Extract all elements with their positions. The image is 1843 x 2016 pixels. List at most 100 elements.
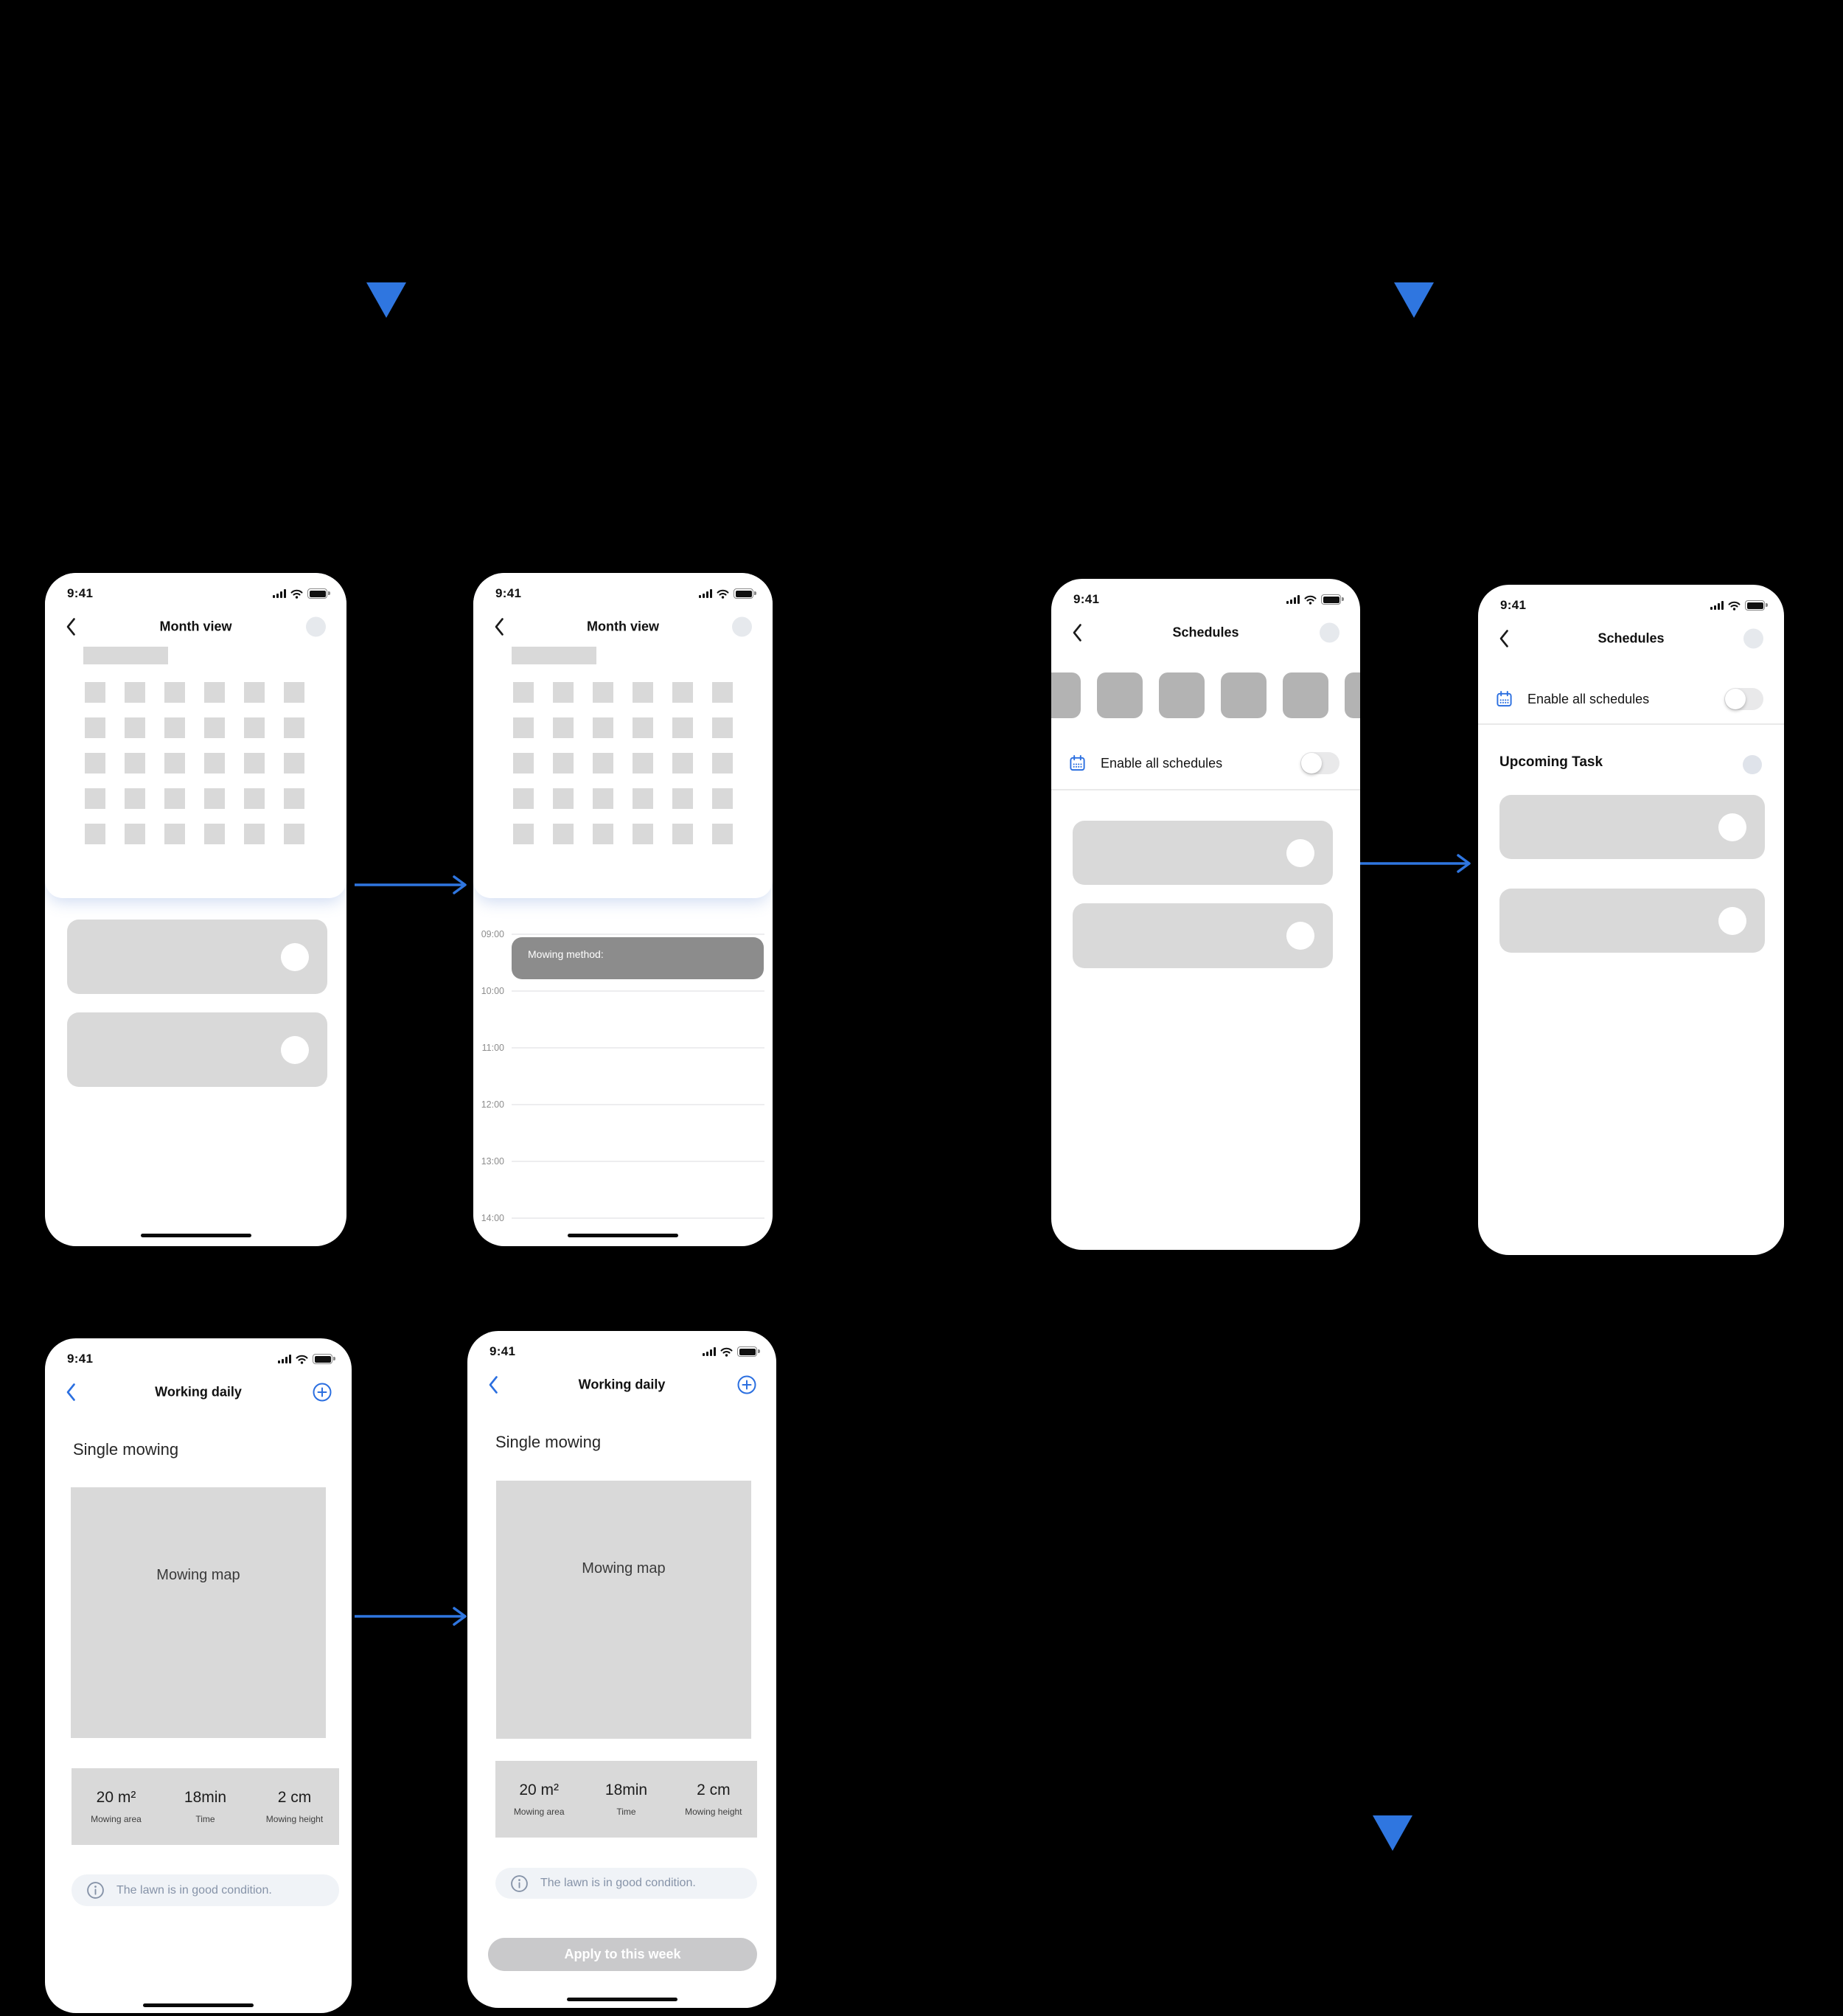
calendar-day-cell[interactable] (593, 824, 613, 844)
status-bar: 9:41 (67, 1350, 335, 1368)
calendar-day-cell[interactable] (513, 753, 534, 774)
calendar-day-cell[interactable] (125, 717, 145, 738)
header-action-placeholder[interactable] (1743, 628, 1763, 649)
calendar-day-cell[interactable] (553, 753, 574, 774)
back-button[interactable] (66, 1383, 77, 1402)
calendar-day-cell[interactable] (553, 824, 574, 844)
add-schedule-button[interactable] (312, 1382, 332, 1402)
calendar-day-cell[interactable] (672, 682, 693, 703)
calendar-day-cell[interactable] (712, 788, 733, 809)
calendar-day-cell[interactable] (672, 824, 693, 844)
calendar-day-cell[interactable] (513, 682, 534, 703)
day-chips-row (1051, 672, 1360, 718)
calendar-day-cell[interactable] (125, 788, 145, 809)
calendar-day-cell[interactable] (204, 753, 225, 774)
calendar-day-cell[interactable] (553, 682, 574, 703)
lawn-condition-text: The lawn is in good condition. (540, 1877, 696, 1889)
schedule-card-placeholder[interactable] (1073, 903, 1333, 968)
day-chip[interactable] (1283, 672, 1328, 718)
calendar-day-cell[interactable] (672, 788, 693, 809)
page-title: Working daily (578, 1377, 666, 1392)
calendar-day-cell[interactable] (672, 717, 693, 738)
calendar-day-cell[interactable] (712, 824, 733, 844)
calendar-day-cell[interactable] (204, 824, 225, 844)
timeline-hour-line (512, 990, 764, 992)
back-button[interactable] (1072, 623, 1084, 642)
calendar-day-cell[interactable] (712, 753, 733, 774)
day-chip[interactable] (1345, 672, 1360, 718)
calendar-day-cell[interactable] (712, 717, 733, 738)
calendar-day-cell[interactable] (85, 824, 105, 844)
calendar-day-cell[interactable] (204, 717, 225, 738)
calendar-day-cell[interactable] (244, 824, 265, 844)
calendar-day-cell[interactable] (164, 682, 185, 703)
calendar-day-cell[interactable] (125, 824, 145, 844)
calendar-day-cell[interactable] (85, 753, 105, 774)
calendar-day-cell[interactable] (284, 717, 304, 738)
calendar-day-cell[interactable] (284, 824, 304, 844)
calendar-day-cell[interactable] (633, 753, 653, 774)
enable-all-schedules-toggle[interactable] (1724, 688, 1763, 710)
calendar-day-cell[interactable] (593, 682, 613, 703)
header-action-placeholder[interactable] (1320, 622, 1339, 643)
enable-all-schedules-toggle[interactable] (1300, 752, 1339, 774)
calendar-icon (1497, 690, 1512, 706)
calendar-day-cell[interactable] (513, 824, 534, 844)
schedule-card-placeholder[interactable] (1073, 821, 1333, 885)
calendar-day-cell[interactable] (164, 753, 185, 774)
calendar-day-cell[interactable] (244, 788, 265, 809)
day-chip[interactable] (1221, 672, 1267, 718)
calendar-day-cell[interactable] (553, 788, 574, 809)
day-chip[interactable] (1097, 672, 1143, 718)
calendar-day-cell[interactable] (244, 682, 265, 703)
calendar-day-cell[interactable] (125, 682, 145, 703)
back-button[interactable] (66, 617, 77, 636)
calendar-day-cell[interactable] (633, 788, 653, 809)
calendar-day-cell[interactable] (284, 788, 304, 809)
calendar-day-cell[interactable] (672, 753, 693, 774)
schedule-row-placeholder[interactable] (67, 920, 327, 994)
header-action-placeholder[interactable] (306, 616, 326, 637)
calendar-day-cell[interactable] (712, 682, 733, 703)
calendar-day-cell[interactable] (204, 682, 225, 703)
schedule-row-placeholder[interactable] (67, 1012, 327, 1087)
task-card-placeholder[interactable] (1499, 795, 1765, 859)
calendar-day-cell[interactable] (284, 753, 304, 774)
calendar-day-cell[interactable] (164, 788, 185, 809)
add-schedule-button[interactable] (736, 1374, 757, 1395)
back-button[interactable] (488, 1375, 500, 1394)
stat-label: Mowing height (265, 1814, 324, 1824)
calendar-day-cell[interactable] (633, 717, 653, 738)
calendar-day-cell[interactable] (85, 788, 105, 809)
mowing-event-block[interactable]: Mowing method: (512, 937, 764, 979)
day-chip[interactable] (1051, 672, 1081, 718)
stat-value: 2 cm (277, 1789, 312, 1806)
flow-arrow (355, 1607, 467, 1626)
calendar-day-cell[interactable] (284, 682, 304, 703)
calendar-day-cell[interactable] (125, 753, 145, 774)
calendar-day-cell[interactable] (633, 682, 653, 703)
flow-triangle (366, 282, 406, 318)
calendar-day-cell[interactable] (513, 788, 534, 809)
calendar-day-cell[interactable] (633, 824, 653, 844)
calendar-day-cell[interactable] (244, 753, 265, 774)
calendar-day-cell[interactable] (204, 788, 225, 809)
calendar-day-cell[interactable] (593, 753, 613, 774)
back-button[interactable] (494, 617, 506, 636)
calendar-day-cell[interactable] (513, 717, 534, 738)
calendar-day-cell[interactable] (85, 682, 105, 703)
calendar-day-cell[interactable] (593, 717, 613, 738)
calendar-day-cell[interactable] (244, 717, 265, 738)
header-action-placeholder[interactable] (732, 616, 752, 637)
task-card-placeholder[interactable] (1499, 889, 1765, 953)
calendar-day-cell[interactable] (553, 717, 574, 738)
page-title: Month view (159, 619, 232, 634)
day-chip[interactable] (1159, 672, 1205, 718)
calendar-day-cell[interactable] (164, 824, 185, 844)
calendar-day-cell[interactable] (164, 717, 185, 738)
calendar-day-cell[interactable] (85, 717, 105, 738)
apply-to-this-week-button[interactable]: Apply to this week (488, 1938, 757, 1971)
timeline-hour-label: 11:00 (481, 1043, 504, 1053)
calendar-day-cell[interactable] (593, 788, 613, 809)
back-button[interactable] (1499, 629, 1511, 648)
